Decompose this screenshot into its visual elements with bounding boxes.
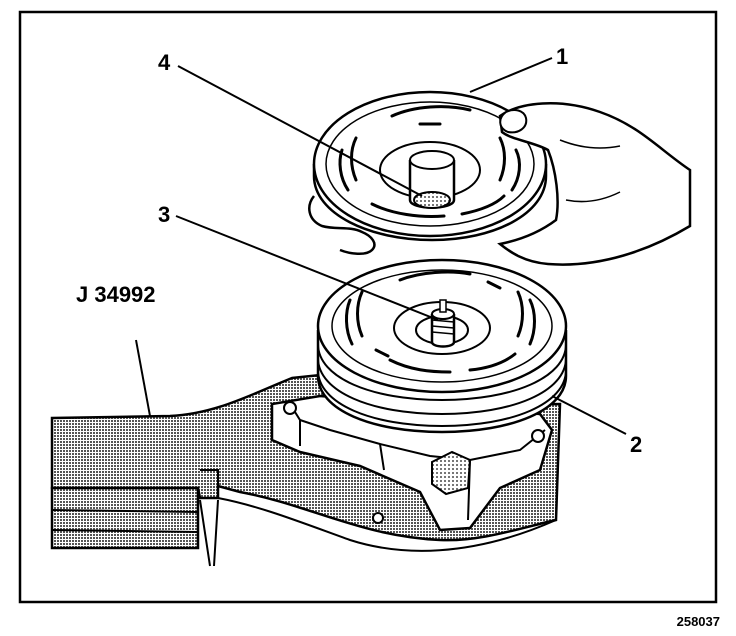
leader-lines: [135, 57, 627, 435]
leader-line-4: [177, 65, 423, 197]
hand-right: [497, 102, 692, 266]
callout-label-1: 1: [556, 44, 568, 69]
clutch-plate: [312, 90, 548, 242]
callout-label-4: 4: [158, 50, 171, 75]
leader-line-3: [175, 215, 439, 321]
leader-line-1: [469, 57, 553, 93]
compressor-shaft: [430, 299, 456, 348]
callout-label-3: 3: [158, 202, 170, 227]
hand-left: [308, 195, 376, 255]
leader-line-tool: [135, 339, 151, 417]
tool-number-label: J 34992: [76, 282, 156, 307]
figure-id-label: 258037: [677, 614, 720, 629]
leader-line-2: [551, 395, 627, 435]
callout-label-2: 2: [630, 432, 642, 457]
